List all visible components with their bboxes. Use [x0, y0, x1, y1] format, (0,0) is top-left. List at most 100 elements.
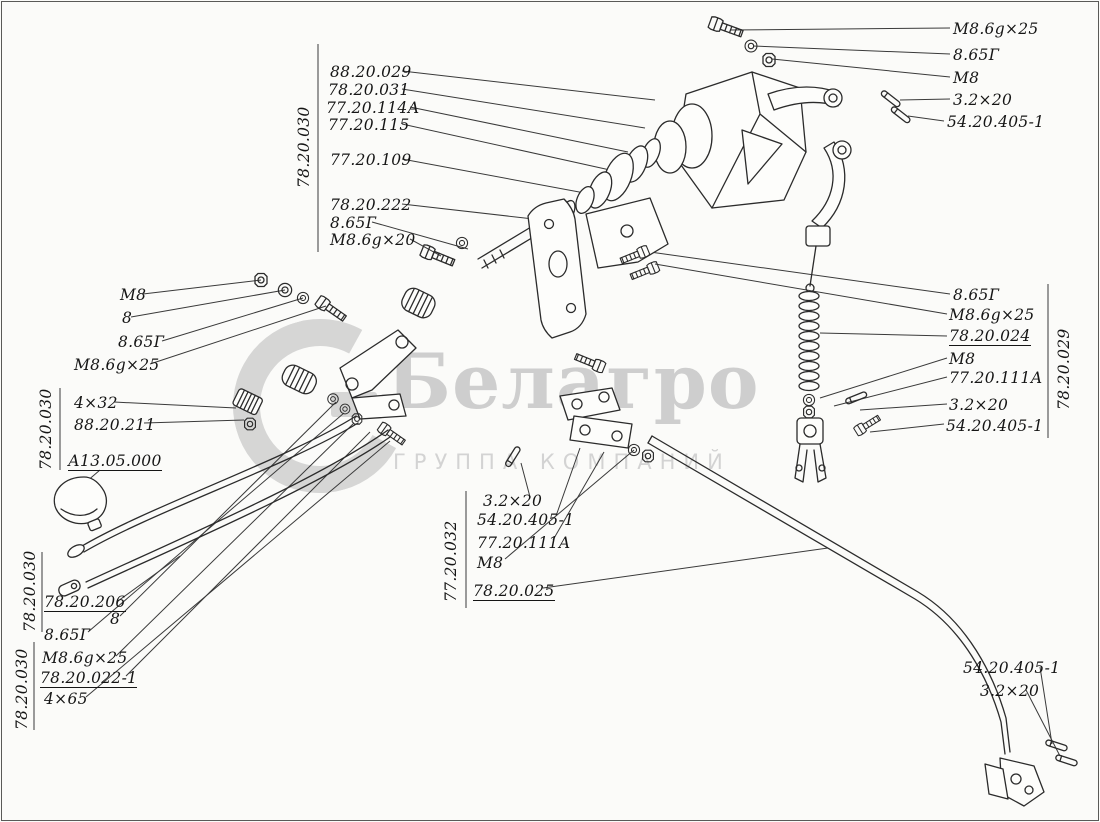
- bushing-barrel: [281, 364, 317, 395]
- part-label: 77.20.115: [328, 116, 410, 134]
- part-label: 3.2×20: [980, 682, 1040, 700]
- part-label: 8: [122, 309, 133, 327]
- leader-line: [119, 401, 337, 617]
- leader-line: [869, 423, 945, 433]
- part-label: 8.65Г: [953, 46, 1000, 64]
- mounting-plate: [527, 198, 587, 339]
- leader-line: [504, 449, 635, 560]
- leader-line: [161, 297, 304, 342]
- leader-line: [1025, 689, 1061, 757]
- long-control-rod: [647, 435, 1045, 807]
- leader-line: [409, 106, 629, 153]
- part-label: 77.20.114А: [326, 99, 420, 117]
- part-label: 88.20.211: [74, 416, 156, 434]
- part-label: 77.20.111А: [949, 369, 1043, 387]
- leader-line: [907, 115, 945, 122]
- watermark-subtitle: ГРУППА КОМПАНИЙ: [393, 450, 731, 474]
- leader-line: [401, 158, 591, 195]
- part-label: 77.20.032: [442, 520, 460, 602]
- leader-line: [552, 451, 605, 541]
- part-label: 54.20.405-1: [946, 417, 1044, 435]
- leader-line: [409, 238, 442, 257]
- part-label: М8: [953, 69, 980, 87]
- control-rod-lower: [58, 429, 391, 597]
- part-label: 78.20.029: [1055, 328, 1073, 410]
- part-label: М8.6g×25: [953, 20, 1039, 38]
- leader-line: [142, 279, 262, 295]
- leader-line: [115, 422, 355, 657]
- part-label: М8: [949, 350, 976, 368]
- part-label: 8.65Г: [44, 626, 91, 644]
- leader-lines: [33, 27, 1061, 757]
- part-label: 54.20.405-1: [963, 659, 1061, 677]
- leader-line: [654, 263, 948, 315]
- gear-knob: [53, 476, 108, 532]
- part-label: А13.05.000: [68, 452, 162, 472]
- part-label: 77.20.109: [330, 151, 412, 169]
- leader-line: [143, 419, 245, 424]
- leader-line: [542, 547, 829, 589]
- machine-drawing: [53, 15, 1079, 807]
- part-label: 78.20.030: [37, 388, 55, 470]
- part-label: М8.6g×25: [42, 649, 128, 667]
- leader-line: [555, 447, 581, 517]
- part-label: 88.20.029: [330, 63, 412, 81]
- part-label: М8.6g×25: [949, 306, 1035, 324]
- leader-line: [117, 555, 181, 602]
- leader-line: [859, 403, 948, 411]
- leader-line: [130, 289, 286, 318]
- part-label: 78.20.206: [44, 593, 126, 613]
- leader-line: [520, 462, 531, 498]
- right-lever: [805, 140, 852, 293]
- leader-line: [752, 45, 951, 55]
- part-label: 3.2×20: [949, 396, 1009, 414]
- part-label: 8.65Г: [953, 286, 1000, 304]
- bushing-barrel-2: [401, 287, 436, 319]
- part-label: 78.20.025: [473, 582, 555, 602]
- fork-bracket: [585, 197, 669, 283]
- part-label: М8.6g×20: [330, 231, 416, 249]
- leader-line: [771, 58, 951, 78]
- leader-line: [113, 401, 237, 409]
- part-label: 78.20.031: [328, 81, 410, 99]
- lower-clevis-fork: [794, 417, 827, 483]
- part-label: 54.20.405-1: [477, 511, 575, 529]
- leader-line: [125, 431, 371, 677]
- bellcrank-lever: [327, 329, 417, 448]
- leader-line: [833, 376, 948, 407]
- part-label: 3.2×20: [953, 91, 1013, 109]
- part-label: М8.6g×25: [74, 356, 160, 374]
- part-label: М8: [477, 554, 504, 572]
- part-label: М8: [120, 286, 147, 304]
- control-rod-upper: [67, 415, 359, 558]
- part-label: 78.20.024: [949, 327, 1031, 347]
- adjuster-knurled: [232, 388, 263, 431]
- part-label: 8.65Г: [118, 333, 165, 351]
- part-label: 3.2×20: [483, 492, 543, 510]
- part-label: 78.20.030: [13, 648, 31, 730]
- leader-line: [819, 332, 948, 337]
- part-label: 78.20.030: [21, 550, 39, 632]
- leader-line: [401, 70, 656, 101]
- part-label: 8.65Г: [330, 214, 377, 232]
- part-label: 8: [110, 610, 121, 628]
- leader-line: [1039, 666, 1053, 745]
- leader-line: [899, 98, 951, 101]
- part-label: 77.20.111А: [477, 534, 571, 552]
- part-label: 4×32: [74, 394, 118, 412]
- leader-line: [729, 27, 951, 31]
- clevis-link-lower: [569, 415, 633, 449]
- leader-line: [401, 88, 646, 129]
- part-label: 4×65: [44, 690, 88, 708]
- leader-line: [371, 221, 469, 250]
- tension-spring: [798, 290, 820, 392]
- part-label: 78.20.030: [295, 106, 313, 188]
- leader-line: [149, 305, 327, 365]
- leader-line: [401, 123, 611, 171]
- release-lever: [767, 86, 843, 111]
- leader-line: [85, 440, 391, 698]
